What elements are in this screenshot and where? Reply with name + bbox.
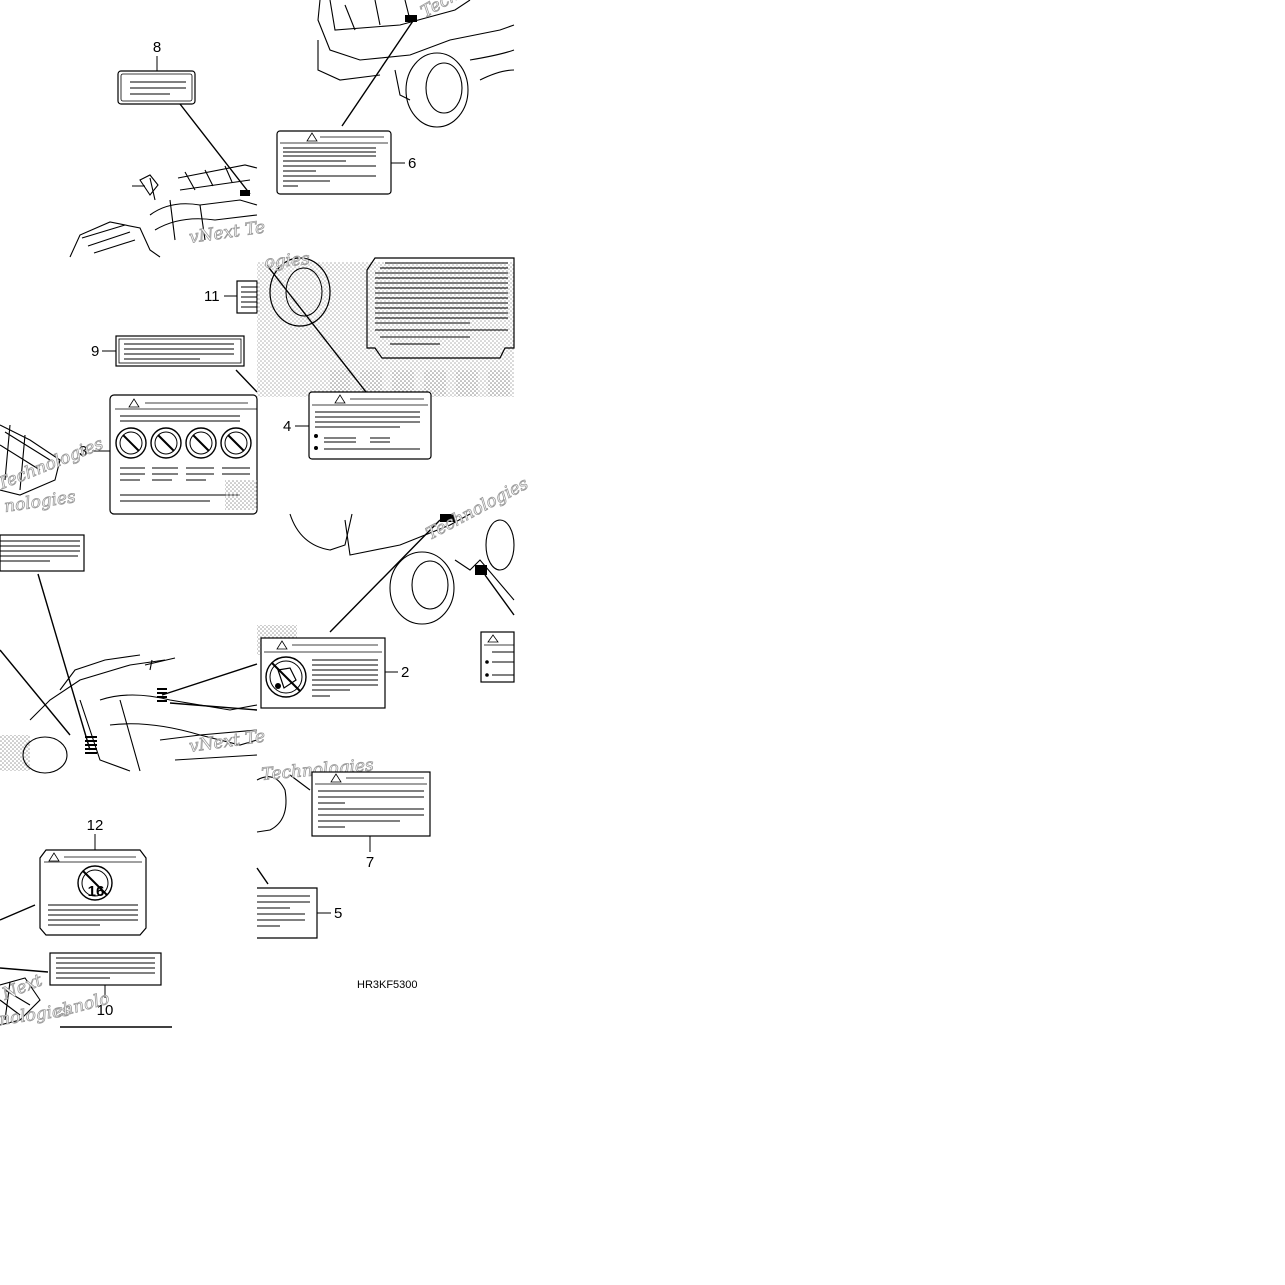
callout-7: 7 <box>366 854 374 871</box>
atv-wheel-fragment-sketch <box>256 774 311 833</box>
decal-large-text <box>375 262 508 345</box>
callout-3: 3 <box>79 443 87 460</box>
watermark: vNext Te <box>188 727 266 757</box>
brand-outline-letters <box>330 370 510 396</box>
watermark: Technologies <box>0 434 106 495</box>
decal-7 <box>311 771 431 837</box>
tile-decal-2: Technologies 2 <box>257 473 532 709</box>
atv-body-sketch <box>22 654 258 774</box>
watermark: Technologies <box>423 474 532 545</box>
watermark: vNext Te <box>188 218 266 248</box>
decal-6 <box>276 130 392 195</box>
watermark: ogies <box>264 249 311 273</box>
part-code: HR3KF5300 <box>357 979 418 991</box>
age-16-symbol: 16 <box>88 883 105 900</box>
callout-8: 8 <box>153 39 161 56</box>
tile-decals-10-12: 12 16 10 Next nologies chnolo <box>0 817 172 1030</box>
atv-rear-sketch <box>317 0 515 128</box>
decal-large <box>366 257 515 359</box>
tile-decal-4: ogies 4 <box>257 249 515 460</box>
decal-12 <box>39 849 147 936</box>
decal-9 <box>115 335 245 367</box>
callout-4: 4 <box>283 418 291 435</box>
prohibition-icons <box>115 427 252 459</box>
callout-5: 5 <box>334 905 342 922</box>
atv-rack-sketch <box>0 424 61 496</box>
watermark: Next <box>0 971 45 1005</box>
tile-decal-6: Technologies 6 <box>276 0 526 195</box>
callout-10: 10 <box>97 1002 114 1019</box>
tile-decal-8: 8 vNext Te <box>69 39 267 258</box>
callout-6: 6 <box>408 155 416 172</box>
callout-12: 12 <box>87 817 104 834</box>
watermark: nologies <box>3 487 77 517</box>
atv-front-sketch <box>69 164 258 258</box>
callout-11: 11 <box>204 288 220 305</box>
watermark: Technologies <box>418 0 526 22</box>
atv-rack-corner-sketch <box>0 977 41 1026</box>
decal-3 <box>109 394 258 515</box>
atv-rear-wheel-sketch <box>289 513 515 625</box>
tile-decals-3-9-11: 11 9 <box>0 280 258 517</box>
decal-top-left <box>0 534 85 572</box>
callout-9: 9 <box>91 343 99 360</box>
tile-decals-5-7: Technologies 7 5 HR3KF5300 <box>256 755 431 991</box>
tile-atv-side: vNext Te <box>0 534 267 774</box>
callout-2: 2 <box>401 664 409 681</box>
